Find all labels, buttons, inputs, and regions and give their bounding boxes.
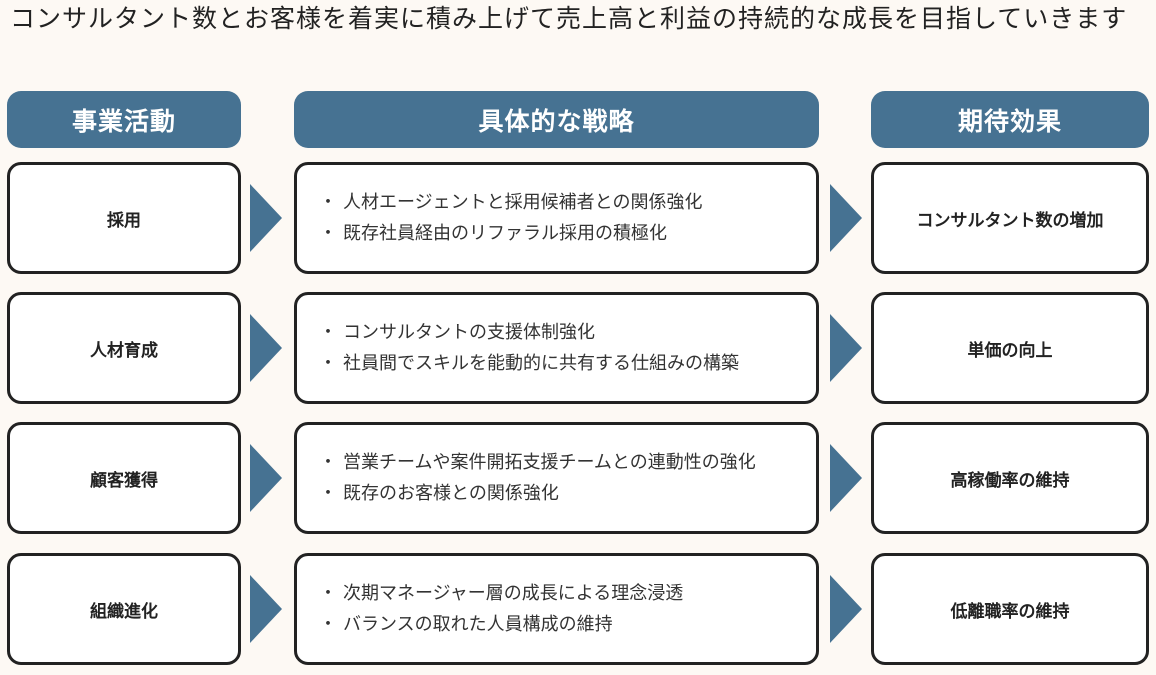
effect-box: 高稼働率の維持	[871, 422, 1149, 534]
arrow-right-icon	[250, 314, 282, 382]
effect-label: コンサルタント数の増加	[916, 210, 1104, 231]
strategy-item: 社員間でスキルを能動的に共有する仕組みの構築	[319, 348, 739, 379]
effect-box: 低離職率の維持	[871, 553, 1149, 665]
activity-box: 組織進化	[7, 553, 241, 665]
arrow-right-icon	[250, 184, 282, 252]
arrow-right-icon	[830, 575, 862, 643]
activity-label: 顧客獲得	[90, 470, 158, 491]
effect-label: 高稼働率の維持	[950, 470, 1070, 491]
activity-box: 顧客獲得	[7, 422, 241, 534]
activity-label: 採用	[107, 210, 141, 231]
effect-box: 単価の向上	[871, 292, 1149, 404]
arrow-right-icon	[830, 314, 862, 382]
strategy-item: コンサルタントの支援体制強化	[319, 317, 595, 348]
strategy-item: バランスの取れた人員構成の維持	[319, 609, 613, 640]
arrow-right-icon	[830, 184, 862, 252]
strategy-item: 既存のお客様との関係強化	[319, 478, 559, 509]
strategy-box: 次期マネージャー層の成長による理念浸透バランスの取れた人員構成の維持	[294, 553, 819, 665]
strategy-item: 人材エージェントと採用候補者との関係強化	[319, 187, 702, 218]
strategy-box: コンサルタントの支援体制強化社員間でスキルを能動的に共有する仕組みの構築	[294, 292, 819, 404]
strategy-item: 次期マネージャー層の成長による理念浸透	[319, 578, 683, 609]
strategy-box: 営業チームや案件開拓支援チームとの連動性の強化既存のお客様との関係強化	[294, 422, 819, 534]
page-title: コンサルタント数とお客様を着実に積み上げて売上高と利益の持続的な成長を目指してい…	[10, 4, 1128, 33]
arrow-right-icon	[250, 444, 282, 512]
activity-label: 組織進化	[90, 601, 158, 622]
activity-label: 人材育成	[90, 340, 158, 361]
effect-box: コンサルタント数の増加	[871, 162, 1149, 274]
arrow-right-icon	[250, 575, 282, 643]
header-strategy: 具体的な戦略	[294, 91, 819, 148]
arrow-right-icon	[830, 444, 862, 512]
effect-label: 低離職率の維持	[950, 601, 1070, 622]
activity-box: 採用	[7, 162, 241, 274]
strategy-item: 既存社員経由のリファラル採用の積極化	[319, 218, 667, 249]
effect-label: 単価の向上	[967, 340, 1053, 361]
strategy-item: 営業チームや案件開拓支援チームとの連動性の強化	[319, 447, 756, 478]
header-activity: 事業活動	[7, 91, 241, 148]
strategy-box: 人材エージェントと採用候補者との関係強化既存社員経由のリファラル採用の積極化	[294, 162, 819, 274]
activity-box: 人材育成	[7, 292, 241, 404]
header-effect: 期待効果	[871, 91, 1149, 148]
